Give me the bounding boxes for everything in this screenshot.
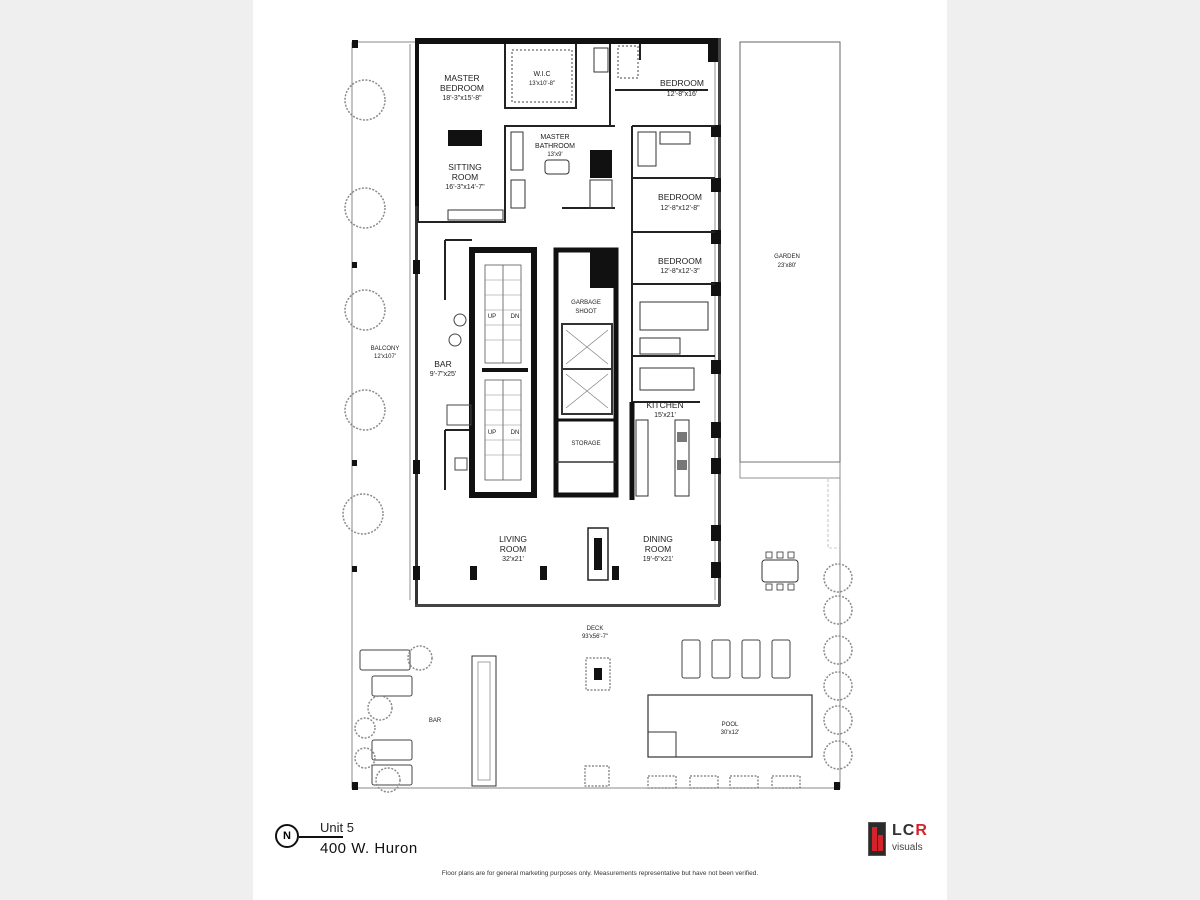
svg-text:ROOM: ROOM — [645, 544, 671, 554]
master-bedroom-label: MASTER — [444, 73, 479, 83]
compass-arrow — [299, 836, 343, 838]
stair-up-2-label: UP — [488, 430, 496, 436]
north-compass-icon: N — [275, 824, 299, 848]
svg-text:12'-8"x12'-8": 12'-8"x12'-8" — [660, 205, 700, 212]
floor-plan: MASTER BEDROOM 18'-3"x15'-8" W.I.C 13'x1… — [342, 38, 853, 793]
svg-text:ROOM: ROOM — [452, 172, 478, 182]
svg-text:BEDROOM: BEDROOM — [440, 83, 484, 93]
svg-text:32'x21': 32'x21' — [502, 556, 524, 563]
unit-number: Unit 5 — [320, 820, 354, 835]
bedroom-2-label: BEDROOM — [658, 192, 702, 202]
svg-text:12'-8"x12'-3": 12'-8"x12'-3" — [660, 268, 700, 275]
svg-text:13'x10'-8": 13'x10'-8" — [529, 81, 555, 87]
floor-plan-sheet: MASTER BEDROOM 18'-3"x15'-8" W.I.C 13'x1… — [253, 0, 947, 900]
svg-text:18'-3"x15'-8": 18'-3"x15'-8" — [442, 95, 482, 102]
interior-walls — [417, 44, 715, 490]
garden-label: GARDEN — [774, 254, 800, 260]
svg-text:15'x21': 15'x21' — [654, 412, 676, 419]
svg-text:93'x56'-7": 93'x56'-7" — [582, 634, 608, 640]
garden-area — [739, 41, 841, 463]
svg-text:12'-8"x16': 12'-8"x16' — [667, 91, 697, 98]
pool-outline — [647, 694, 813, 758]
garbage-shoot-label: GARBAGE — [571, 300, 601, 306]
outdoor-bar-counter — [471, 655, 497, 787]
dining-room-label: DINING — [643, 534, 673, 544]
svg-text:12'x107': 12'x107' — [374, 354, 396, 360]
svg-text:SHOOT: SHOOT — [575, 309, 597, 315]
svg-text:13'x9': 13'x9' — [547, 152, 562, 158]
storage-label: STORAGE — [571, 441, 600, 447]
unit-address: 400 W. Huron — [320, 840, 418, 857]
unit-info: N Unit 5 400 W. Huron — [275, 818, 495, 868]
svg-text:9'-7"x25': 9'-7"x25' — [430, 371, 457, 378]
stair-dn-2-label: DN — [511, 430, 520, 436]
bar-outside-label: BAR — [429, 718, 442, 724]
logo-subtitle: visuals — [892, 842, 923, 853]
living-room-label: LIVING — [499, 534, 527, 544]
bar-inside-label: BAR — [434, 359, 451, 369]
stair-dn-1-label: DN — [511, 314, 520, 320]
trees — [342, 79, 853, 793]
sitting-room-label: SITTING — [448, 162, 482, 172]
bedroom-1-label: BEDROOM — [660, 78, 704, 88]
master-bathroom-label: MASTER — [540, 134, 569, 141]
svg-text:30'x12': 30'x12' — [721, 730, 740, 736]
logo-mark-icon — [868, 822, 886, 856]
svg-text:23'x80': 23'x80' — [778, 263, 797, 269]
kitchen-label: KITCHEN — [646, 400, 683, 410]
elevator-core — [553, 247, 619, 498]
deck-label: DECK — [587, 626, 604, 632]
svg-text:BATHROOM: BATHROOM — [535, 143, 575, 150]
site-boundary — [351, 42, 841, 789]
wic-label: W.I.C — [533, 71, 550, 78]
disclaimer-text: Floor plans are for general marketing pu… — [441, 870, 759, 877]
pool-label: POOL — [722, 722, 739, 728]
stair-core — [469, 247, 537, 498]
building-walls — [409, 38, 721, 607]
outdoor-lounge — [359, 649, 413, 786]
svg-text:19'-6"x21': 19'-6"x21' — [643, 556, 673, 563]
bedroom-3-label: BEDROOM — [658, 256, 702, 266]
room-labels: MASTER BEDROOM 18'-3"x15'-8" W.I.C 13'x1… — [371, 71, 800, 736]
lcr-visuals-logo: LCR visuals — [868, 820, 938, 860]
svg-text:ROOM: ROOM — [500, 544, 526, 554]
planters — [584, 657, 801, 789]
svg-text:16'-3"x14'-7": 16'-3"x14'-7" — [445, 184, 485, 191]
balcony-label: BALCONY — [371, 346, 400, 352]
pool-loungers — [681, 639, 791, 679]
logo-text: LCR — [892, 822, 928, 839]
stair-up-1-label: UP — [488, 314, 496, 320]
